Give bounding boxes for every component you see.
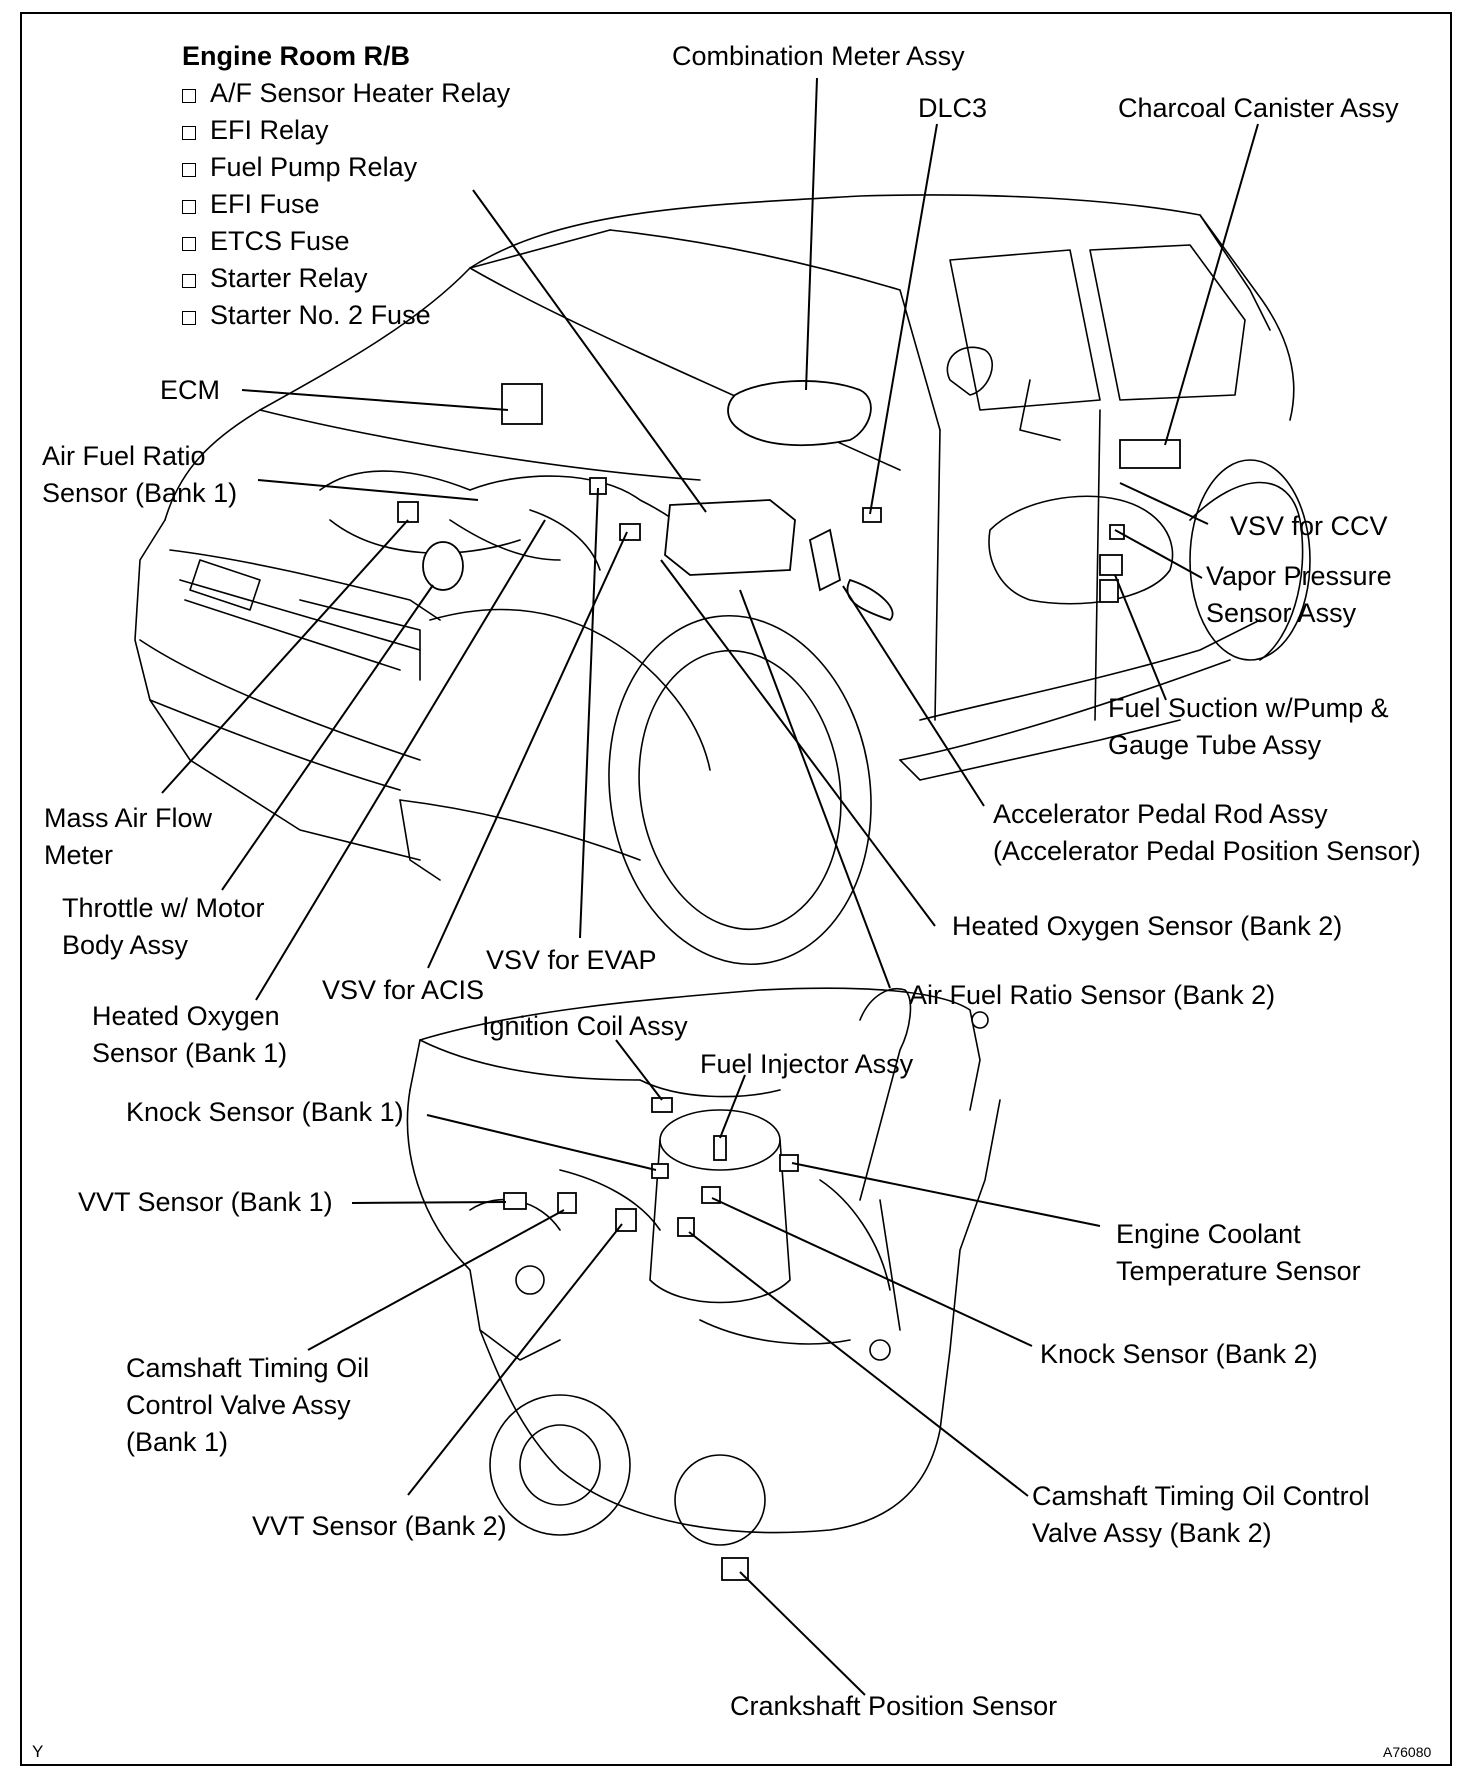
label-cam-ocv-bank2: Camshaft Timing Oil Control Valve Assy (… xyxy=(1032,1481,1370,1548)
leader-ect xyxy=(791,1162,1101,1227)
leader-lines xyxy=(161,77,1259,1696)
corner-mark-left: Y xyxy=(32,1742,44,1761)
label-charcoal-canister: Charcoal Canister Assy xyxy=(1118,93,1399,123)
label-fuel-suction: Fuel Suction w/Pump & Gauge Tube Assy xyxy=(1108,693,1389,760)
fuel-pump-part xyxy=(1099,579,1119,603)
cam-ocv-b1-part xyxy=(557,1192,577,1214)
vapor-sensor-part xyxy=(1099,554,1123,576)
leader-ecm xyxy=(241,389,509,411)
label-ho2-bank1: Heated Oxygen Sensor (Bank 1) xyxy=(92,1001,288,1068)
label-vapor-pressure: Vapor Pressure Sensor Assy xyxy=(1206,561,1392,628)
relay-item: EFI Relay xyxy=(182,112,510,149)
label-ecm: ECM xyxy=(160,375,220,405)
leader-vapor xyxy=(1114,529,1203,579)
leader-maf xyxy=(161,519,409,794)
leader-canister xyxy=(1164,123,1259,446)
relay-block-box xyxy=(664,499,796,576)
leader-af-b1 xyxy=(257,479,479,501)
label-mass-air-flow: Mass Air Flow Meter xyxy=(44,803,213,870)
vehicle-components xyxy=(397,380,1181,622)
checkbox-icon xyxy=(182,126,196,140)
fuel-injector-part xyxy=(713,1135,727,1161)
label-engine-coolant: Engine Coolant Temperature Sensor xyxy=(1116,1219,1361,1286)
leader-af-b2 xyxy=(739,589,891,989)
checkbox-icon xyxy=(182,274,196,288)
engine-components xyxy=(503,1097,799,1581)
leader-knock-b2 xyxy=(711,1197,1033,1347)
label-vsv-acis: VSV for ACIS xyxy=(322,975,485,1005)
checkbox-icon xyxy=(182,311,196,325)
leader-cam-ocv-b1 xyxy=(307,1209,565,1351)
dlc3-part xyxy=(862,507,882,523)
ect-part xyxy=(779,1154,799,1172)
relay-block-title: Engine Room R/B xyxy=(182,41,410,71)
vsv-acis-part xyxy=(619,523,641,541)
relay-item: Fuel Pump Relay xyxy=(182,149,510,186)
label-knock-bank2: Knock Sensor (Bank 2) xyxy=(1040,1339,1318,1369)
leader-knock-b1 xyxy=(426,1114,657,1171)
leader-accel xyxy=(842,585,985,807)
label-ho2-bank2: Heated Oxygen Sensor (Bank 2) xyxy=(952,911,1343,941)
relay-item: ETCS Fuse xyxy=(182,223,510,260)
label-vvt-bank1: VVT Sensor (Bank 1) xyxy=(78,1187,333,1217)
label-throttle-body: Throttle w/ Motor Body Assy xyxy=(62,893,265,960)
knock-b1-part xyxy=(651,1163,669,1179)
relay-item: Starter Relay xyxy=(182,260,510,297)
combination-meter-part xyxy=(727,380,872,447)
label-af-sensor-bank1: Air Fuel Ratio Sensor (Bank 1) xyxy=(42,441,238,508)
leader-cam-ocv-b2 xyxy=(688,1231,1029,1497)
leader-vsv-acis xyxy=(427,531,628,969)
label-vvt-bank2: VVT Sensor (Bank 2) xyxy=(252,1511,507,1541)
label-dlc3: DLC3 xyxy=(918,93,988,123)
throttle-body-part xyxy=(422,541,464,591)
label-af-sensor-bank2: Air Fuel Ratio Sensor (Bank 2) xyxy=(909,980,1276,1010)
accel-pedal-part xyxy=(808,528,842,592)
relay-item: Starter No. 2 Fuse xyxy=(182,297,510,334)
leader-ho2-b1 xyxy=(255,519,546,1001)
leader-fuel-injector xyxy=(719,1074,746,1139)
canister-part xyxy=(1119,439,1181,469)
ecm-unit xyxy=(501,383,543,425)
relay-block-list: Engine Room R/B A/F Sensor Heater Relay … xyxy=(182,38,510,334)
label-fuel-injector: Fuel Injector Assy xyxy=(700,1049,914,1079)
cam-ocv-b2-part xyxy=(677,1217,695,1237)
leader-fuel-suction xyxy=(1114,574,1167,701)
checkbox-icon xyxy=(182,237,196,251)
leader-vsv-ccv xyxy=(1119,482,1209,525)
ignition-coil-part xyxy=(651,1097,673,1113)
relay-item: A/F Sensor Heater Relay xyxy=(182,75,510,112)
leader-vvt-b1 xyxy=(351,1201,507,1204)
vvt-b1-part xyxy=(503,1192,527,1210)
label-vsv-ccv: VSV for CCV xyxy=(1230,511,1388,541)
checkbox-icon xyxy=(182,89,196,103)
label-vsv-evap: VSV for EVAP xyxy=(486,945,657,975)
leader-dlc3 xyxy=(869,123,938,515)
maf-part xyxy=(397,501,419,523)
leader-throttle xyxy=(221,584,434,891)
engine-illustration xyxy=(406,987,1001,1546)
label-combination-meter: Combination Meter Assy xyxy=(672,41,965,71)
label-knock-bank1: Knock Sensor (Bank 1) xyxy=(126,1097,404,1127)
label-cam-ocv-bank1: Camshaft Timing Oil Control Valve Assy (… xyxy=(126,1353,370,1457)
figure-frame xyxy=(20,12,1452,1766)
label-ignition-coil: Ignition Coil Assy xyxy=(482,1011,688,1041)
checkbox-icon xyxy=(182,200,196,214)
leader-vsv-evap xyxy=(579,487,599,939)
leader-ignition-coil xyxy=(615,1039,663,1101)
leader-crank xyxy=(739,1571,866,1696)
leader-vvt-b2 xyxy=(407,1223,623,1496)
label-accelerator-pedal: Accelerator Pedal Rod Assy (Accelerator … xyxy=(993,799,1421,866)
label-crankshaft-position: Crankshaft Position Sensor xyxy=(730,1691,1058,1721)
figure-reference-id: A76080 xyxy=(1383,1744,1432,1760)
relay-item: EFI Fuse xyxy=(182,186,510,223)
pedal-part xyxy=(846,578,894,622)
checkbox-icon xyxy=(182,163,196,177)
leader-relay-block xyxy=(472,189,707,513)
leader-combination-meter xyxy=(805,77,818,391)
